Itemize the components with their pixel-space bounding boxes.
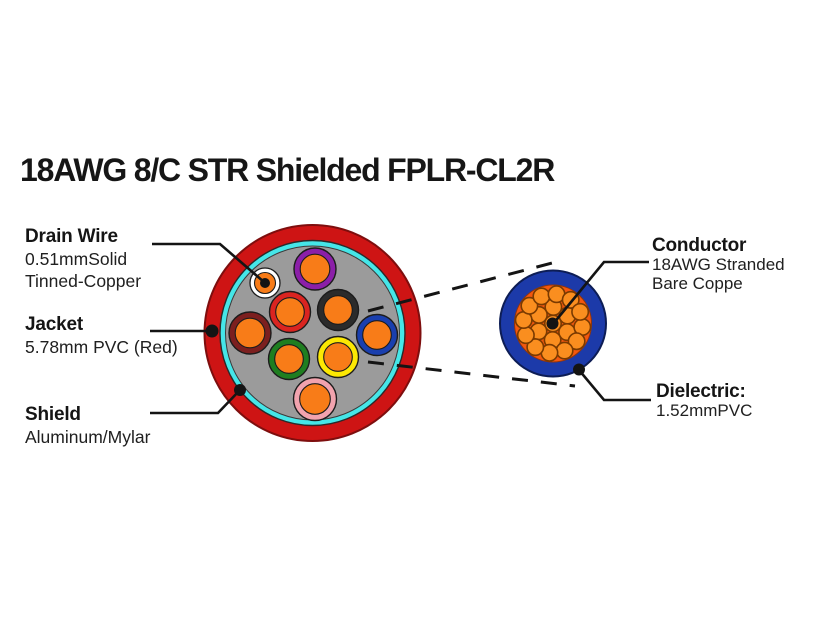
conductor-strand bbox=[516, 326, 535, 345]
conductor-spec-line: Bare Coppe bbox=[652, 273, 743, 293]
leader-lines bbox=[150, 242, 651, 415]
callout-dot-dielectric bbox=[573, 363, 585, 376]
callout-dot-shield bbox=[234, 384, 246, 396]
conductor-core-pink bbox=[299, 383, 331, 415]
conductor-core-green bbox=[274, 344, 304, 374]
conductor-core-blue bbox=[362, 320, 392, 350]
conductor-strand bbox=[571, 302, 590, 321]
leader-line-shield bbox=[150, 390, 240, 415]
callout-dot-jacket bbox=[205, 324, 219, 338]
conductor-strand bbox=[555, 341, 574, 360]
magnify-dash-bottom bbox=[367, 360, 576, 388]
leader-line-conductor bbox=[551, 260, 649, 325]
callout-shield: Shield Aluminum/Mylar bbox=[25, 404, 150, 448]
dielectric-heading: Dielectric: bbox=[656, 381, 746, 402]
drain-wire-spec-line: Tinned-Copper bbox=[25, 271, 142, 291]
jacket-spec-line: 5.78mm PVC (Red) bbox=[25, 337, 178, 357]
callout-conductor: Conductor 18AWG Stranded Bare Coppe bbox=[652, 236, 785, 293]
callout-jacket: Jacket 5.78mm PVC (Red) bbox=[25, 314, 178, 358]
diagram-title: 18AWG 8/C STR Shielded FPLR-CL2R bbox=[20, 152, 555, 188]
conductor-strands bbox=[514, 285, 592, 362]
conductor-core-purple bbox=[299, 253, 331, 285]
conductor-heading: Conductor bbox=[652, 235, 747, 256]
callout-dielectric: Dielectric: 1.52mmPVC bbox=[656, 382, 752, 421]
conductor-core-yellow bbox=[323, 342, 353, 372]
leader-line-drain-wire bbox=[152, 242, 265, 283]
shield-spec-line: Aluminum/Mylar bbox=[25, 427, 151, 447]
conductor-spec-line: 18AWG Stranded bbox=[652, 255, 785, 274]
magnify-cone bbox=[367, 260, 576, 388]
drain-wire-heading: Drain Wire bbox=[25, 226, 118, 247]
conductor-strand bbox=[526, 338, 545, 357]
magnify-dash-top bbox=[367, 260, 557, 313]
conductor-core-black bbox=[323, 295, 353, 325]
conductor-strand bbox=[567, 332, 586, 351]
shield-heading: Shield bbox=[25, 404, 81, 425]
dielectric-spec-line: 1.52mmPVC bbox=[656, 401, 753, 420]
callout-dot-drain-wire bbox=[260, 278, 270, 288]
drain-wire-spec-line: 0.51mmSolid bbox=[25, 249, 128, 269]
conductor-strand bbox=[520, 296, 539, 315]
conductor-core-maroon bbox=[234, 317, 266, 349]
callout-drain-wire: Drain Wire 0.51mmSolid Tinned-Copper bbox=[25, 226, 141, 292]
callout-dot-conductor bbox=[546, 317, 559, 330]
conductor-core-red bbox=[275, 297, 305, 327]
conductor-strand bbox=[532, 287, 551, 306]
leader-line-dielectric bbox=[578, 369, 651, 402]
jacket-heading: Jacket bbox=[25, 314, 83, 335]
leader-dots bbox=[205, 278, 585, 396]
